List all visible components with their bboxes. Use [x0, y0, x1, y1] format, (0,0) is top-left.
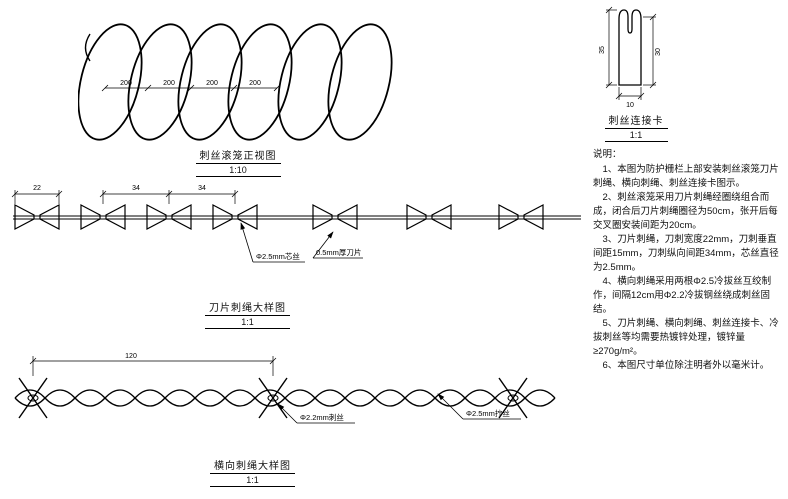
clip-dim-30: 30: [655, 48, 662, 56]
blade-dim-34-1: 34: [132, 185, 140, 192]
barbed-dim-120: 120: [125, 353, 137, 360]
blade-title: 刀片刺绳大样图: [205, 299, 290, 316]
barb-wire-label: Φ2.2mm刺丝: [300, 412, 344, 422]
razor-blade-cluster: [212, 204, 258, 230]
coil-caption-box: 刺丝滚笼正视图 1:10: [195, 147, 281, 177]
barbed-scale: 1:1: [210, 474, 295, 487]
clip-dimension-lines: [605, 6, 657, 100]
clip-scale: 1:1: [604, 129, 668, 142]
blade-wire-drawing: 22 34 34 Φ2.5mm芯丝 0.5mm厚刀片: [11, 185, 581, 263]
coil-title: 刺丝滚笼正视图: [195, 147, 281, 164]
blade-dim-22: 22: [33, 185, 41, 192]
blade-dimension-lines: [11, 190, 239, 204]
barbed-caption: 横向刺绳大样图 1:1: [195, 457, 310, 488]
coil-loops: [78, 23, 393, 141]
clip-profile: [618, 9, 642, 86]
barbed-caption-box: 横向刺绳大样图 1:1: [210, 457, 295, 487]
blade-thickness-label: 0.5mm厚刀片: [316, 247, 361, 257]
razor-blade-cluster: [312, 204, 358, 230]
blade-leaders: [240, 222, 363, 263]
clip-dim-35: 35: [599, 46, 606, 54]
barbed-wire-drawing: 120 Φ2.2mm刺丝 Φ2.5mm拧丝: [14, 353, 556, 424]
blade-caption: 刀片刺绳大样图 1:1: [190, 299, 305, 330]
clip-dim-10: 10: [626, 102, 634, 109]
barbed-leaders: [277, 393, 521, 424]
coil-dim-200-3: 200: [206, 80, 218, 87]
note-item-6: 6、本图尺寸单位除注明者外以毫米计。: [602, 360, 770, 371]
razor-blade-cluster: [80, 204, 126, 230]
blade-dim-34-2: 34: [198, 185, 206, 192]
clip-title: 刺丝连接卡: [604, 112, 668, 129]
razor-blade-cluster: [14, 204, 60, 230]
core-wire: [13, 215, 581, 220]
razor-blade-cluster: [146, 204, 192, 230]
note-item-4: 4、横向刺绳采用两根Φ2.5冷拔丝互绞制作，间隔12cm用Φ2.2冷拔钢丝绕成刺…: [593, 276, 772, 315]
coil-dim-200-1: 200: [120, 80, 132, 87]
coil-dim-labels: 200 200 200 200: [120, 80, 261, 87]
barb-cluster: [18, 377, 48, 419]
twist-wire-label: Φ2.5mm拧丝: [466, 408, 510, 418]
coil-scale: 1:10: [195, 164, 281, 177]
barb-clusters: [18, 377, 528, 419]
clip-caption-box: 刺丝连接卡 1:1: [604, 112, 668, 142]
twisted-strands: [14, 389, 556, 407]
razor-blade-cluster: [406, 204, 452, 230]
coil-caption: 刺丝滚笼正视图 1:10: [183, 147, 293, 178]
barbed-dimension-lines: [29, 356, 277, 376]
coil-dim-200-2: 200: [163, 80, 175, 87]
notes-heading: 说明：: [593, 149, 622, 160]
razor-blade-clusters: [14, 204, 544, 230]
coil-dim-200-4: 200: [249, 80, 261, 87]
note-item-2: 2、刺丝滚笼采用刀片刺绳经圈绕组合而成，闭合后刀片刺绳圈径为50cm，张开后每交…: [593, 192, 778, 231]
clip-caption: 刺丝连接卡 1:1: [586, 112, 686, 143]
barbed-title: 横向刺绳大样图: [210, 457, 295, 474]
note-item-5: 5、刀片刺绳、横向刺绳、刺丝连接卡、冷拔刺丝等均需要热镀锌处理，镀锌量≥270g…: [593, 318, 779, 357]
barbed-leader-labels: Φ2.2mm刺丝 Φ2.5mm拧丝: [300, 408, 510, 422]
blade-dim-labels: 22 34 34: [33, 185, 206, 192]
notes: 说明： 1、本图为防护栅栏上部安装刺丝滚笼刀片刺绳、横向刺绳、刺丝连接卡图示。 …: [593, 148, 786, 373]
note-item-1: 1、本图为防护栅栏上部安装刺丝滚笼刀片刺绳、横向刺绳、刺丝连接卡图示。: [593, 164, 779, 189]
clip-dim-labels: 35 30 10: [599, 46, 662, 109]
blade-scale: 1:1: [205, 316, 290, 329]
blade-leader-labels: Φ2.5mm芯丝 0.5mm厚刀片: [256, 247, 361, 261]
razor-blade-cluster: [498, 204, 544, 230]
core-wire-label: Φ2.5mm芯丝: [256, 251, 300, 261]
blade-caption-box: 刀片刺绳大样图 1:1: [205, 299, 290, 329]
coil-drawing: 200 200 200 200: [78, 23, 393, 141]
note-item-3: 3、刀片刺绳，刀刺宽度22mm，刀刺垂直间距15mm，刀刺纵向间距34mm，芯丝…: [593, 234, 779, 273]
coil-dimension-lines: [101, 84, 281, 92]
clip-drawing: 35 30 10: [599, 6, 662, 109]
barb-cluster: [258, 377, 288, 419]
